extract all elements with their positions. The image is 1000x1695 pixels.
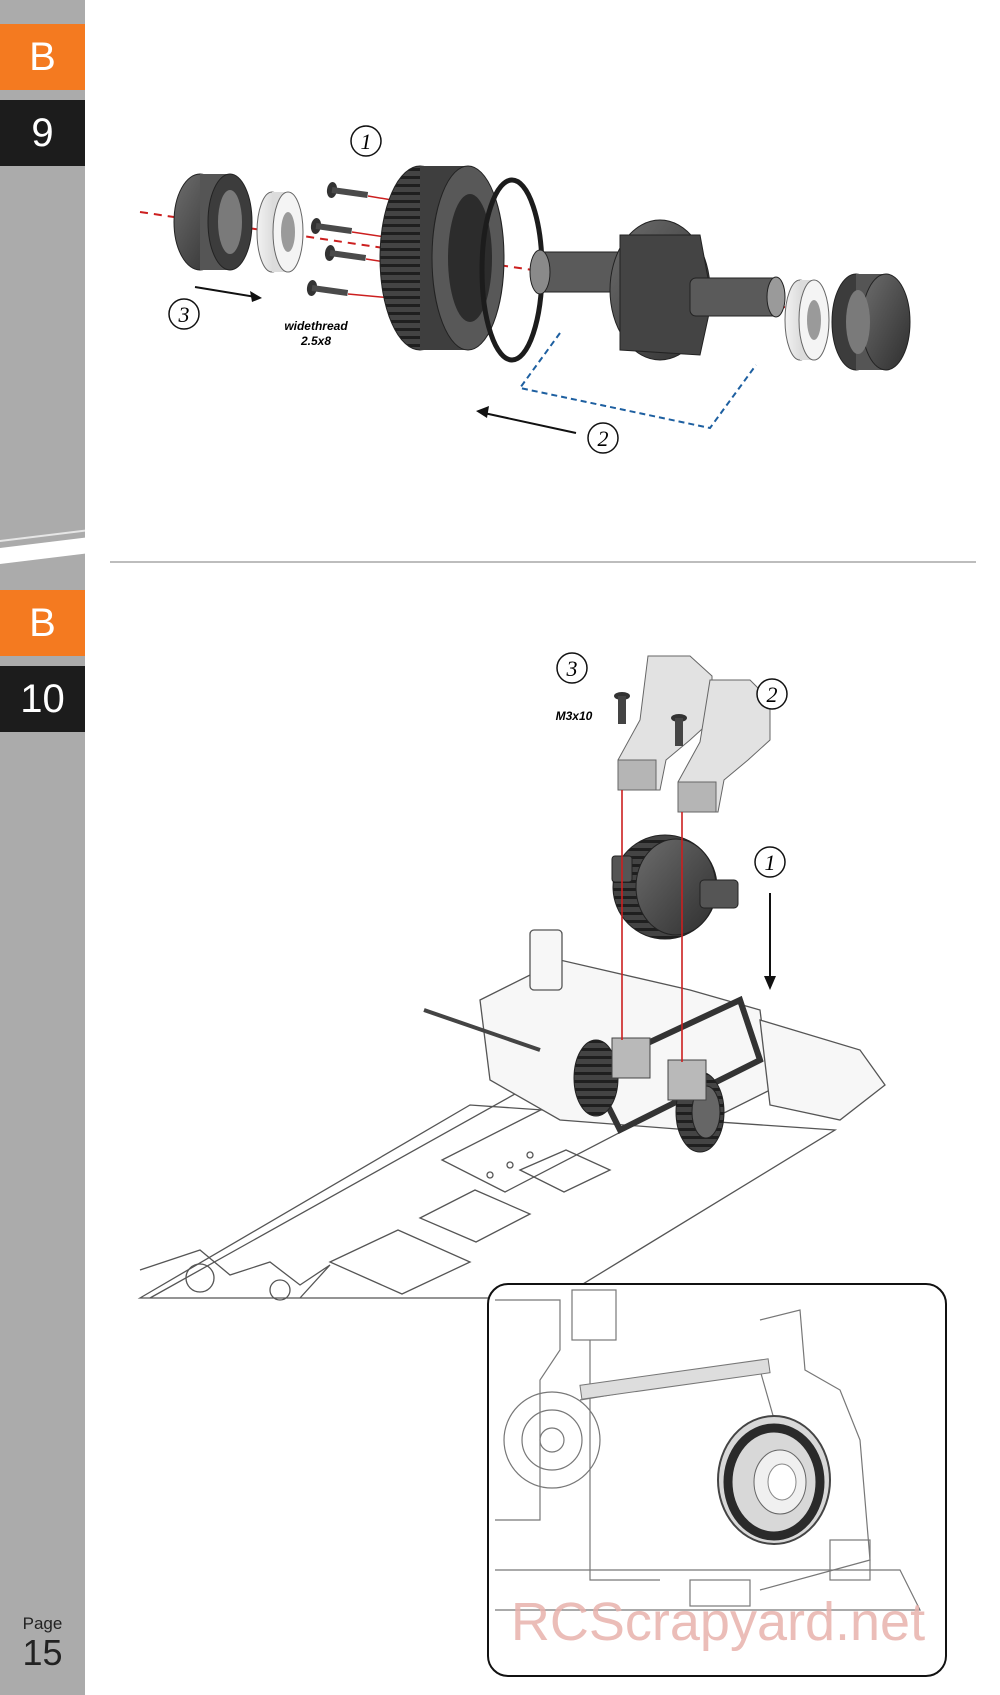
bearing-detail <box>717 1415 831 1545</box>
svg-text:2: 2 <box>767 682 778 707</box>
page-number: 15 <box>22 1632 63 1673</box>
svg-text:1: 1 <box>361 129 372 154</box>
callout-3: 3 <box>168 298 200 330</box>
step-section-tab: B <box>0 590 85 656</box>
gearbox-frame <box>423 929 886 1131</box>
ball-bearing-left <box>256 191 304 273</box>
ball-bearing-right <box>784 279 830 361</box>
belt-teeth <box>579 1358 771 1400</box>
step-number-tab: 10 <box>0 666 85 732</box>
step-divider <box>110 561 976 563</box>
differential <box>611 834 739 940</box>
bearing-holder-right <box>831 273 911 371</box>
bearing-holder-left <box>173 173 253 271</box>
callout-3: 3 <box>556 652 588 684</box>
page-label: Page <box>22 1614 63 1633</box>
screw-label: widethread <box>284 319 348 333</box>
step-10-diagram: 1 2 3 M3x10 <box>137 652 886 1301</box>
svg-text:3: 3 <box>178 302 190 327</box>
alignment-guides <box>621 790 683 1062</box>
direction-arrow <box>194 286 262 302</box>
sidebar <box>0 0 85 1695</box>
assembly-guide <box>518 332 757 430</box>
screws <box>306 182 393 299</box>
differential-housing <box>529 219 786 361</box>
diff-carrier-lower <box>611 1037 707 1101</box>
callout-2: 2 <box>756 678 788 710</box>
chassis-front-partial <box>139 1249 331 1301</box>
screw-size-label: 2.5x8 <box>300 334 331 348</box>
step-9-diagram: 1 2 3 widethread 2.5x8 <box>139 125 911 454</box>
svg-text:2: 2 <box>598 426 609 451</box>
callout-2: 2 <box>587 422 619 454</box>
direction-arrow <box>476 406 577 434</box>
step-number-tab: 9 <box>0 100 85 166</box>
detail-inset: RCScrapyard.net <box>487 1283 947 1677</box>
callout-1: 1 <box>350 125 382 157</box>
step-section-tab: B <box>0 24 85 90</box>
screw-label: M3x10 <box>556 709 593 723</box>
screws <box>614 692 687 746</box>
svg-text:1: 1 <box>765 850 776 875</box>
drive-belt <box>585 995 764 1135</box>
direction-arrow <box>764 893 776 990</box>
callout-1: 1 <box>754 846 786 878</box>
svg-text:3: 3 <box>566 656 578 681</box>
watermark: RCScrapyard.net <box>511 1592 925 1652</box>
bearing-carrier-top <box>617 655 713 791</box>
chassis-plate <box>137 1079 838 1299</box>
